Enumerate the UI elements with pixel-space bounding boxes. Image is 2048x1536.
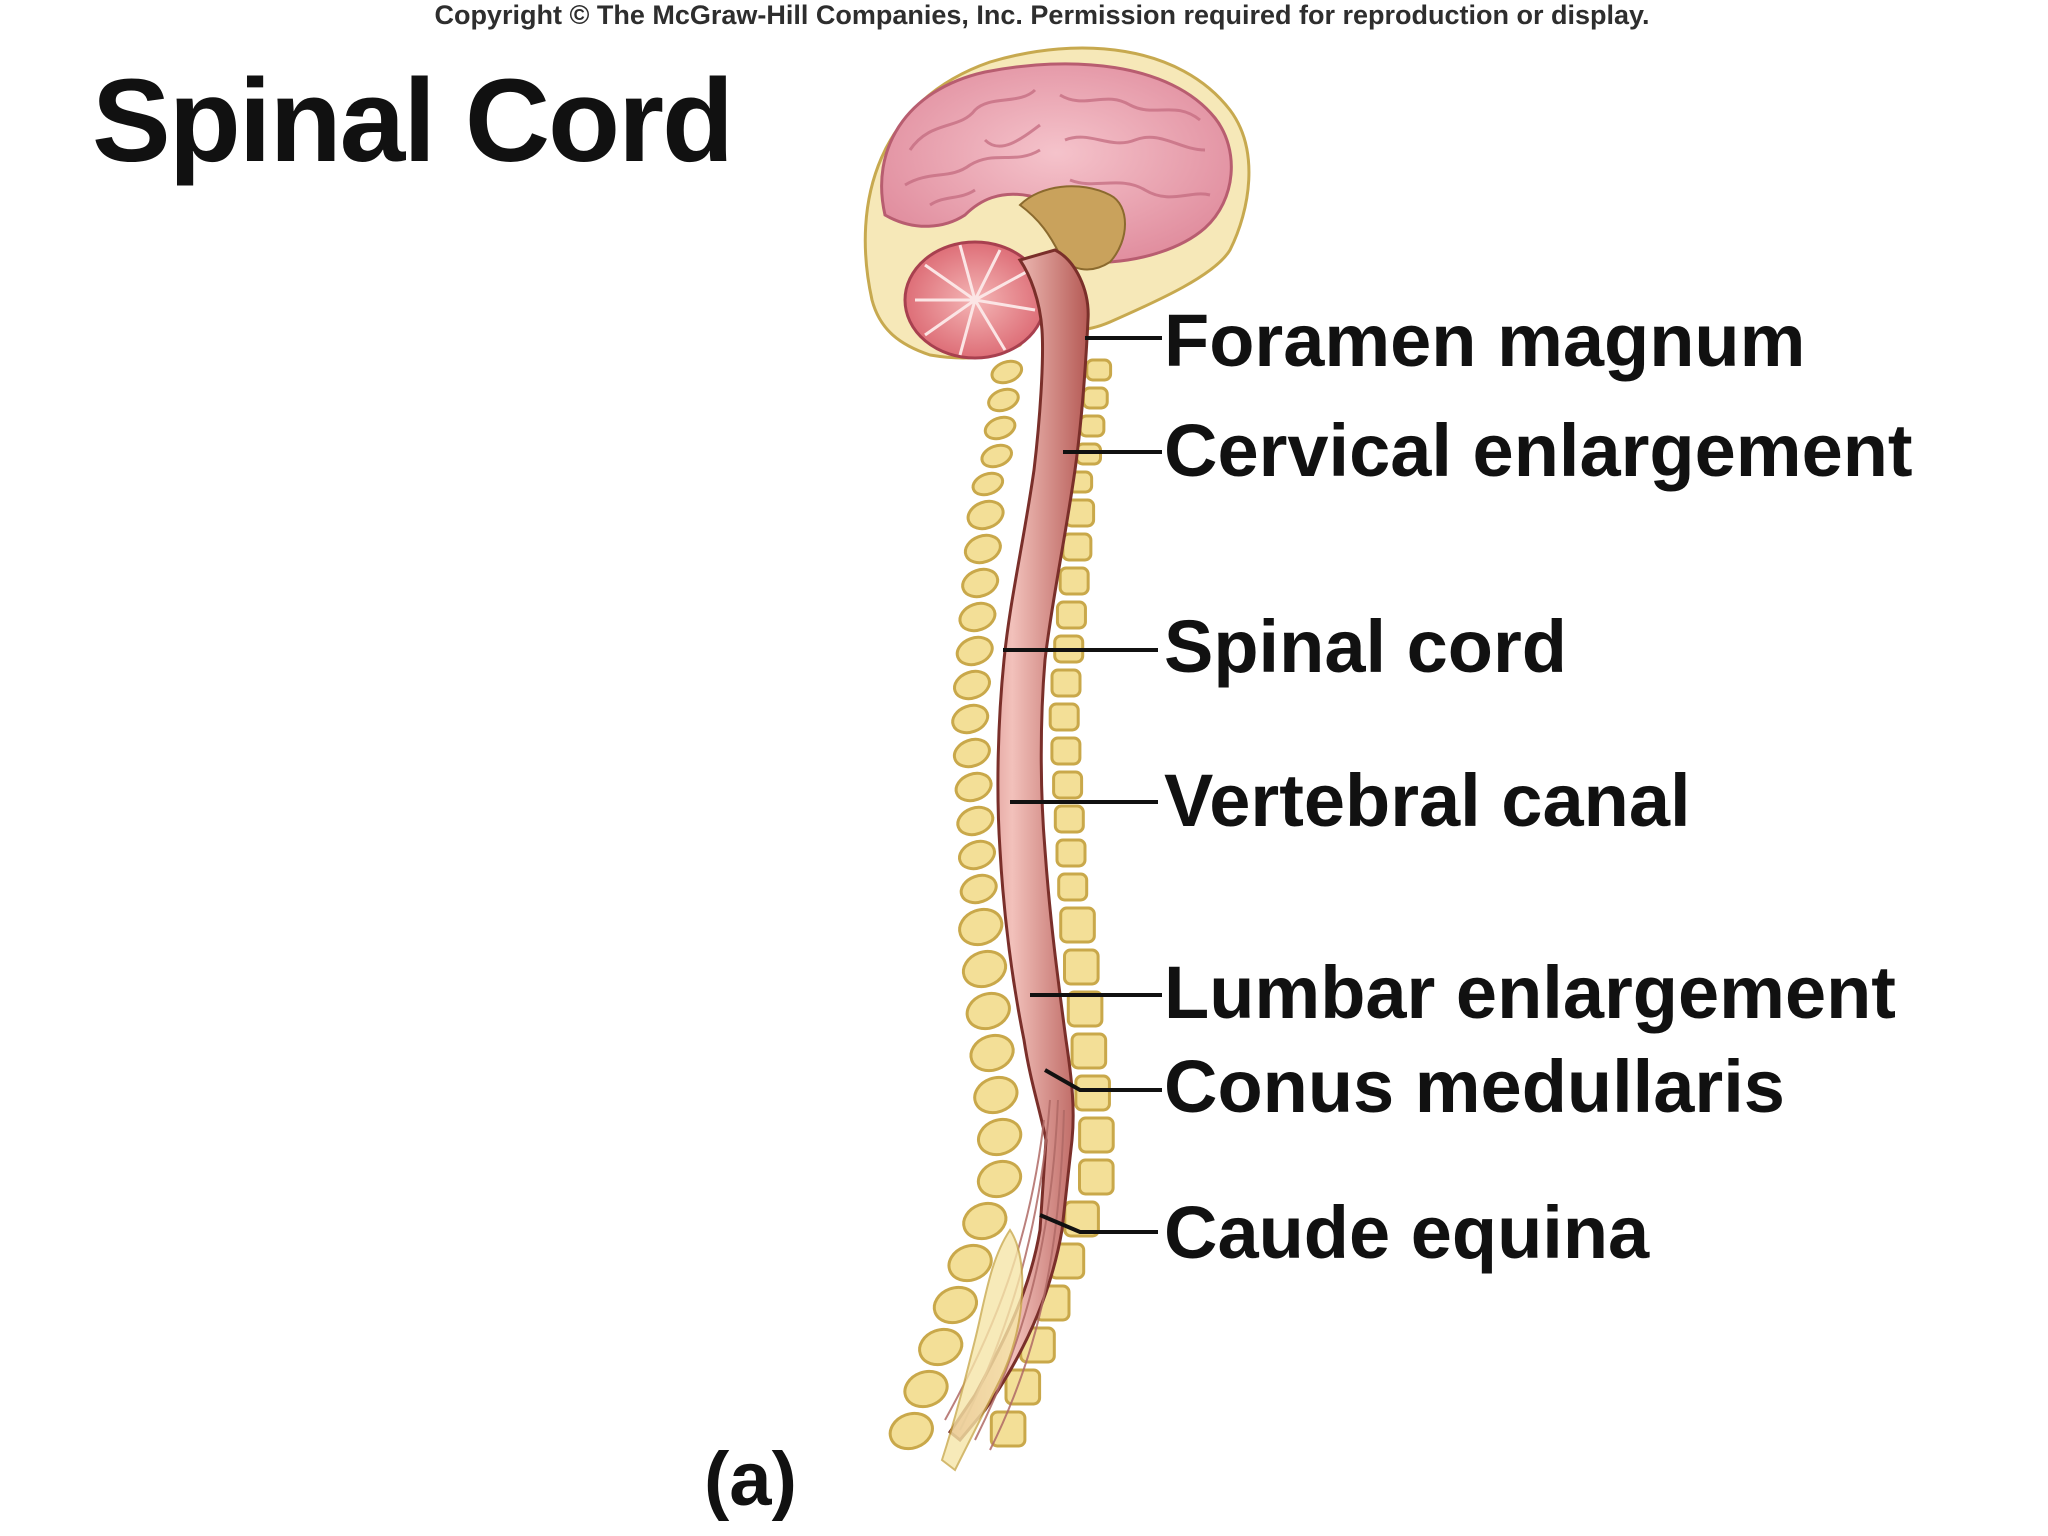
vertebra-process	[971, 471, 1005, 497]
label-spinal-cord: Spinal cord	[1164, 605, 1567, 688]
vertebra-process	[955, 635, 994, 667]
vertebra-process	[980, 443, 1013, 469]
vertebra-process	[965, 991, 1011, 1031]
vertebra-process	[959, 873, 998, 905]
vertebra-process	[990, 359, 1024, 385]
vertebra-body	[1053, 804, 1085, 834]
cerebrum	[880, 62, 1233, 264]
vertebra-body	[1085, 358, 1113, 382]
vertebra-process	[958, 839, 996, 871]
vertebra-body	[1050, 668, 1082, 698]
label-cervical-enlargement: Cervical enlargement	[1164, 409, 1913, 492]
vertebra-process	[952, 737, 991, 769]
vertebra-body	[1070, 1032, 1108, 1070]
vertebra-process	[987, 387, 1020, 413]
vertebra-body	[1061, 532, 1093, 562]
vertebra-process	[983, 415, 1017, 441]
vertebra-process	[903, 1369, 949, 1409]
vertebra-process	[973, 1075, 1019, 1115]
vertebra-body	[1058, 566, 1090, 596]
vertebra-body	[1050, 736, 1082, 766]
vertebra-body	[1052, 770, 1084, 800]
vertebra-body	[1078, 1158, 1115, 1196]
vertebra-body	[1055, 838, 1087, 868]
label-lumbar-enlargement: Lumbar enlargement	[1164, 951, 1896, 1034]
vertebra-process	[961, 949, 1008, 989]
vertebra-body	[1059, 906, 1096, 944]
vertebra-body	[1048, 702, 1080, 732]
midbrain	[1018, 185, 1126, 271]
vertebra-process	[932, 1285, 979, 1325]
vertebra-body	[1066, 990, 1104, 1028]
vertebra-process	[888, 1411, 934, 1451]
vertebra-process	[963, 533, 1002, 565]
vertebra-process	[962, 1201, 1008, 1241]
page-title: Spinal Cord	[92, 55, 734, 187]
vertebra-body	[1081, 386, 1109, 410]
leader-conus-medullaris	[1044, 1068, 1162, 1092]
vertebra-process	[954, 771, 993, 803]
vertebra-process	[966, 499, 1005, 531]
vertebra-body	[1078, 1116, 1115, 1154]
vertebra-body	[1074, 1074, 1111, 1112]
vertebra-body	[989, 1410, 1027, 1448]
vertebra-process	[958, 601, 997, 633]
label-vertebral-canal: Vertebral canal	[1164, 759, 1691, 842]
brain-folds	[904, 88, 1211, 207]
sacrum	[940, 1228, 1024, 1472]
vertebra-process	[958, 907, 1004, 947]
label-caude-equina: Caude equina	[1164, 1191, 1650, 1274]
panel-tag: (a)	[704, 1437, 797, 1522]
leader-lines	[1003, 336, 1162, 1234]
label-conus-medullaris: Conus medullaris	[1164, 1045, 1785, 1128]
vertebra-body	[1078, 414, 1106, 438]
vertebra-process	[961, 567, 1000, 599]
vertebra-process	[918, 1327, 964, 1367]
vertebra-process	[953, 669, 991, 701]
vertebra-process	[956, 805, 995, 837]
vertebral-column	[888, 358, 1115, 1451]
vertebra-process	[947, 1243, 993, 1283]
label-foramen-magnum: Foramen magnum	[1164, 299, 1806, 382]
copyright-notice: Copyright © The McGraw-Hill Companies, I…	[434, 0, 1650, 30]
vertebra-process	[976, 1159, 1023, 1199]
vertebra-process	[951, 703, 990, 735]
vertebra-body	[1057, 872, 1089, 902]
leader-caude-equina	[1039, 1213, 1158, 1234]
vertebra-process	[977, 1117, 1023, 1157]
vertebra-body	[1055, 600, 1087, 630]
vertebra-process	[969, 1033, 1015, 1073]
vertebra-body	[1063, 948, 1100, 986]
